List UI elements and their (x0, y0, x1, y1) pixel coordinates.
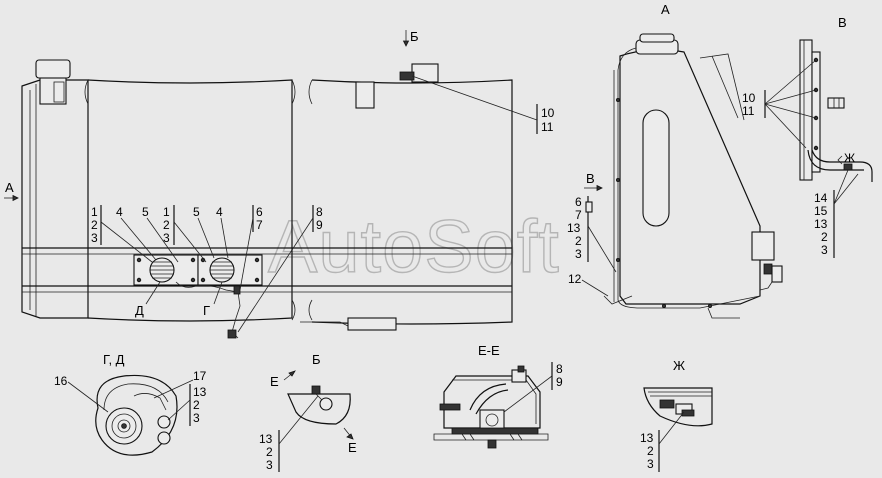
detail-zh: Ж 13 2 3 (640, 358, 713, 472)
callout-5b: 5 (193, 205, 200, 219)
callout-4b: 4 (216, 205, 223, 219)
callout-2b: 2 (163, 218, 170, 232)
ee-callout-9: 9 (556, 375, 563, 389)
callout-3b: 3 (163, 231, 170, 245)
view-title-zh: Ж (673, 358, 685, 373)
b-callout-2: 2 (266, 445, 273, 459)
view-marker-a: А (5, 180, 14, 195)
marker-e-bottom: Е (348, 440, 357, 455)
v-callout-3: 3 (821, 243, 828, 257)
callout-10: 10 (541, 106, 555, 120)
main-tank-view: А Б (4, 29, 513, 339)
zh-callout-3: 3 (647, 457, 654, 471)
marker-zh: Ж (844, 151, 855, 165)
a-callout-2: 2 (575, 234, 582, 248)
view-v: В Ж 10 11 14 15 13 2 3 (742, 15, 873, 258)
gd-callout-3: 3 (193, 411, 200, 425)
callout-3a: 3 (91, 231, 98, 245)
view-marker-b-top: Б (410, 29, 419, 44)
view-title-ee: Е-Е (478, 343, 500, 358)
detail-g-d: Г, Д 16 17 13 2 3 (54, 352, 207, 456)
zh-callout-13: 13 (640, 431, 654, 445)
view-a: А В 6 7 13 2 3 12 (567, 2, 783, 319)
marker-e-top: Е (270, 374, 279, 389)
a-callout-13: 13 (567, 221, 581, 235)
b-callout-3: 3 (266, 458, 273, 472)
gd-callout-13: 13 (193, 385, 207, 399)
callout-5a: 5 (142, 205, 149, 219)
v-callout-15: 15 (814, 204, 828, 218)
marker-d: Д (135, 303, 144, 318)
ee-callout-8: 8 (556, 362, 563, 376)
watermark: AutoSoft (268, 205, 560, 288)
a-callout-6: 6 (575, 195, 582, 209)
gd-callout-17: 17 (193, 369, 207, 383)
main-callouts: 1 2 3 4 5 1 2 3 5 4 6 7 8 9 10 11 Д Г (91, 75, 555, 333)
v-callout-13: 13 (814, 217, 828, 231)
callout-7: 7 (256, 218, 263, 232)
b-callout-13: 13 (259, 432, 273, 446)
detail-b: Б Е Е 13 2 3 (259, 352, 357, 472)
gd-callout-2: 2 (193, 398, 200, 412)
v-callout-11: 11 (742, 104, 755, 118)
callout-9: 9 (316, 218, 323, 232)
a-callout-3: 3 (575, 247, 582, 261)
callout-11: 11 (541, 120, 554, 134)
v-callout-14: 14 (814, 191, 828, 205)
view-title-b: Б (312, 352, 321, 367)
view-title-a: А (661, 2, 670, 17)
marker-g: Г (203, 303, 210, 318)
section-e-e: Е-Е 8 9 (433, 343, 563, 449)
callout-1a: 1 (91, 205, 98, 219)
callout-1b: 1 (163, 205, 170, 219)
v-callout-2: 2 (821, 230, 828, 244)
callout-6: 6 (256, 205, 263, 219)
a-callout-12: 12 (568, 272, 582, 286)
gd-callout-16: 16 (54, 374, 68, 388)
view-title-gd: Г, Д (103, 352, 125, 367)
a-callout-7: 7 (575, 208, 582, 222)
callout-8: 8 (316, 205, 323, 219)
v-callout-10: 10 (742, 91, 756, 105)
view-title-v: В (838, 15, 847, 30)
view-marker-v: В (586, 171, 595, 186)
callout-4a: 4 (116, 205, 123, 219)
zh-callout-2: 2 (647, 444, 654, 458)
callout-2a: 2 (91, 218, 98, 232)
